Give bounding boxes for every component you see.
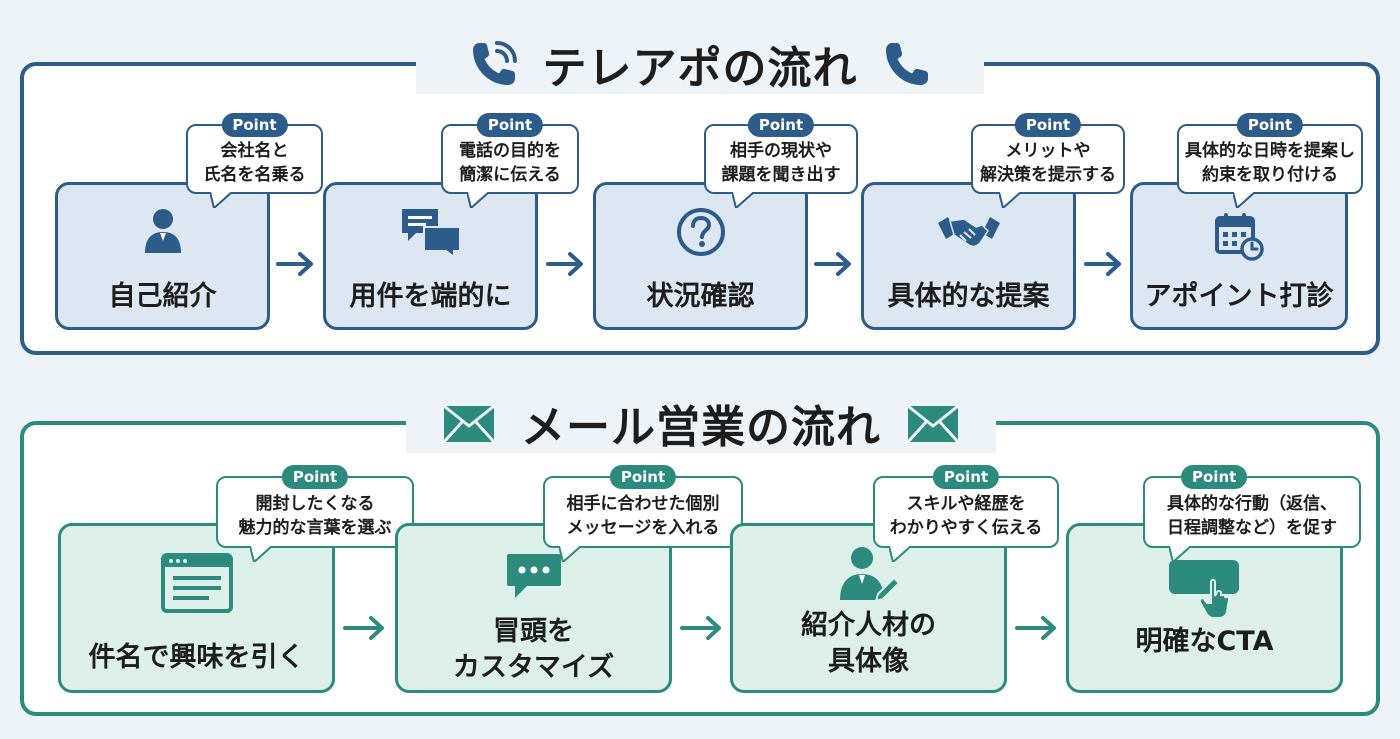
flow-arrow-icon <box>546 252 583 276</box>
teleapo-step-label: 用件を端的に <box>349 281 512 312</box>
envelope-icon <box>442 404 496 444</box>
mail-step-card: 件名で興味を引く <box>58 523 335 693</box>
point-bubble: Point メリットや 解決策を提示する <box>971 113 1125 208</box>
point-text: 具体的な日時を提案し 約束を取り付ける <box>1185 141 1355 185</box>
question-icon <box>676 208 725 256</box>
teleapo-step-card: 用件を端的に <box>323 182 538 330</box>
point-bubble: Point 具体的な行動（返信、 日程調整など）を促す <box>1143 465 1361 562</box>
phone-icon <box>472 41 517 85</box>
point-bubble: Point スキルや経歴を わかりやすく伝える <box>873 465 1059 562</box>
phone-icon <box>885 43 928 85</box>
teleapo-step-label: アポイント打診 <box>1144 281 1334 312</box>
teleapo-step-card: アポイント打診 <box>1130 182 1348 330</box>
person-pen-icon <box>839 547 900 603</box>
mail-step-card: 明確なCTA <box>1066 523 1343 693</box>
point-bubble: Point 相手に合わせた個別 メッセージを入れる <box>543 465 743 562</box>
flow-arrow-icon <box>1015 616 1056 640</box>
teleapo-step-card: 状況確認 <box>593 182 808 330</box>
point-badge: Point <box>932 465 1000 489</box>
point-text: 電話の目的を 簡潔に伝える <box>459 141 561 185</box>
flow-arrow-icon <box>680 616 721 640</box>
point-text: 相手に合わせた個別 メッセージを入れる <box>566 494 720 538</box>
point-badge: Point <box>1181 465 1248 489</box>
flow-arrow-icon <box>814 252 851 276</box>
teleapo-step-card: 自己紹介 <box>55 182 270 330</box>
point-text: メリットや 解決策を提示する <box>980 141 1116 185</box>
button-click-icon <box>1168 560 1239 619</box>
point-text: 会社名と 氏名を名乗る <box>203 141 306 185</box>
flow-arrow-icon <box>343 616 384 640</box>
mail-step-label: 冒頭を カスタマイズ <box>452 616 615 683</box>
mail-section-title: メール営業の流れ <box>406 393 996 453</box>
point-badge: Point <box>221 113 288 137</box>
handshake-icon <box>937 217 1000 248</box>
point-bubble: Point 開封したくなる 魅力的な言葉を選ぶ <box>216 465 414 562</box>
mail-step-card: 冒頭を カスタマイズ <box>395 523 672 693</box>
point-text: 開封したくなる 魅力的な言葉を選ぶ <box>238 494 392 538</box>
point-text: スキルや経歴を わかりやすく伝える <box>889 494 1043 538</box>
teleapo-step-label: 状況確認 <box>646 281 755 312</box>
point-badge: Point <box>476 113 544 137</box>
person-icon <box>144 209 181 253</box>
teleapo-section-title: テレアポの流れ <box>416 34 984 94</box>
point-badge: Point <box>609 465 677 489</box>
point-badge: Point <box>1014 113 1082 137</box>
envelope-icon <box>906 404 960 444</box>
point-bubble: Point 会社名と 氏名を名乗る <box>186 113 323 208</box>
speech-bubble-icon <box>506 554 561 598</box>
flow-arrow-icon <box>1084 252 1121 276</box>
teleapo-step-card: 具体的な提案 <box>861 182 1076 330</box>
mail-step-label: 件名で興味を引く <box>88 642 305 673</box>
teleapo-step-label: 自己紹介 <box>108 281 217 312</box>
point-bubble: Point 具体的な日時を提案し 約束を取り付ける <box>1177 113 1363 208</box>
point-badge: Point <box>1236 113 1304 137</box>
point-text: 相手の現状や 課題を聞き出す <box>721 141 841 185</box>
point-bubble: Point 電話の目的を 簡潔に伝える <box>441 113 579 208</box>
calendar-icon <box>1215 213 1264 261</box>
mail-title-text: メール営業の流れ <box>521 402 881 453</box>
mail-step-card: 紹介人材の 具体像 <box>730 523 1007 693</box>
browser-window-icon <box>160 553 233 613</box>
point-bubble: Point 相手の現状や 課題を聞き出す <box>704 113 858 208</box>
chat-bubbles-icon <box>401 209 461 257</box>
mail-step-label: 明確なCTA <box>1135 626 1274 657</box>
teleapo-title-text: テレアポの流れ <box>542 43 858 94</box>
teleapo-step-label: 具体的な提案 <box>887 281 1050 312</box>
mail-step-label: 紹介人材の 具体像 <box>801 610 936 677</box>
point-badge: Point <box>281 465 349 489</box>
point-text: 具体的な行動（返信、 日程調整など）を促す <box>1167 494 1337 538</box>
flow-arrow-icon <box>276 252 313 276</box>
point-badge: Point <box>747 113 815 137</box>
